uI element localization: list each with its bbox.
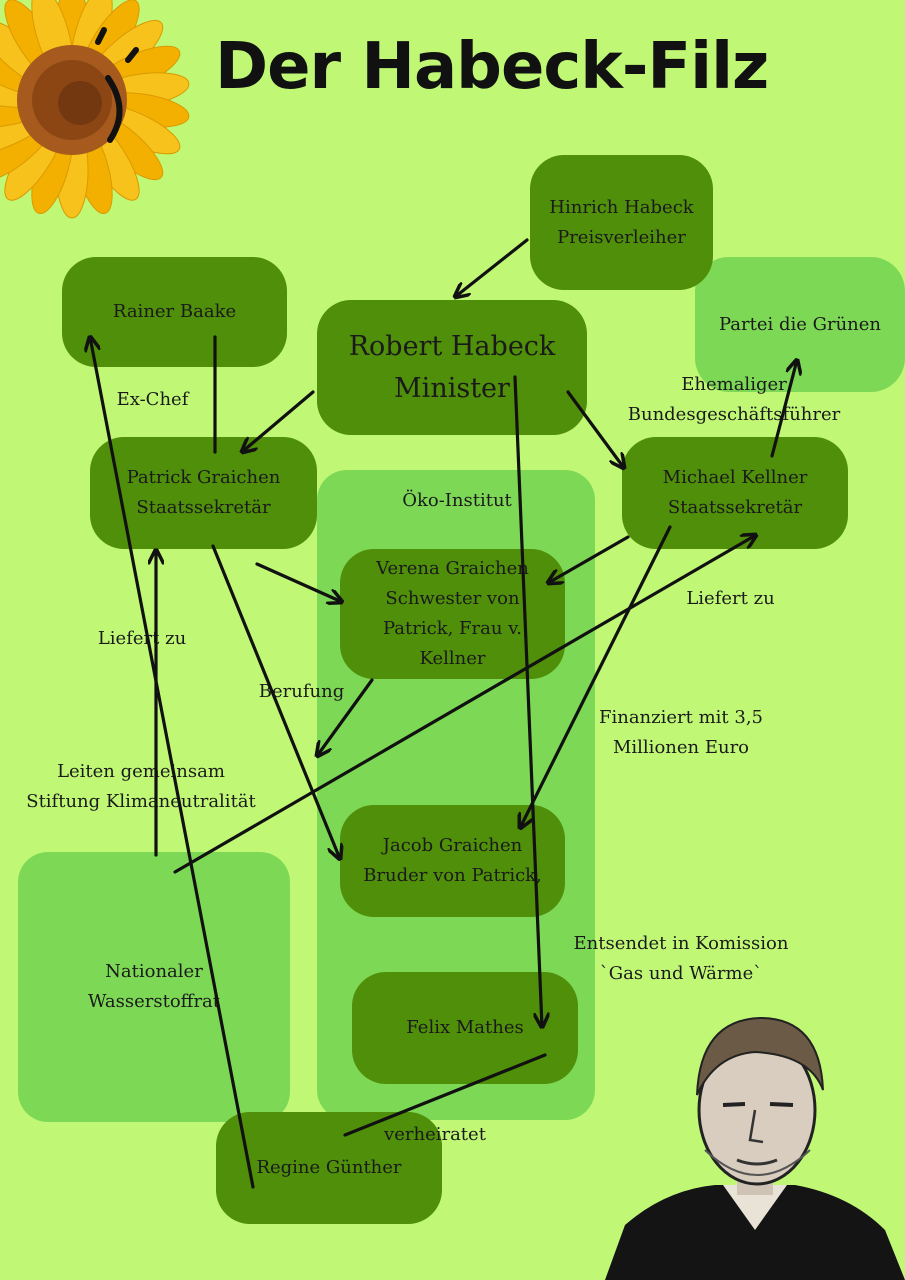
node-jacob-graichen: Jacob Graichen Bruder von Patrick, xyxy=(340,805,565,917)
node-wasserstoffrat: Nationaler Wasserstoffrat xyxy=(18,852,290,1122)
line-felix-regine xyxy=(343,1053,547,1137)
arrow-patrick-jacob xyxy=(211,544,340,859)
arrow-robert-patrick xyxy=(242,390,315,452)
node-gruenen: Partei die Grünen xyxy=(695,257,905,392)
arrow-hinrich-robert xyxy=(455,238,529,297)
edge-label-leiten: Leiten gemeinsam Stiftung Klimaneutralit… xyxy=(26,761,256,812)
edge-label-exchef: Ex-Chef xyxy=(116,389,189,410)
edge-label-liefert-right: Liefert zu xyxy=(686,588,775,609)
arrow-regine-rainer xyxy=(90,337,255,1189)
page-title: Der Habeck-Filz xyxy=(215,30,769,104)
arrow-patrick-verena xyxy=(255,562,342,602)
node-michael-kellner: Michael Kellner Staatssekretär xyxy=(622,437,848,549)
edge-label-verheiratet: verheiratet xyxy=(384,1124,486,1145)
arrow-kellner-gruenen xyxy=(770,360,797,458)
node-robert-habeck: Robert Habeck Minister xyxy=(317,300,587,435)
edge-label-entsendet: Entsendet in Komission `Gas und Wärme` xyxy=(573,933,789,984)
edge-label-liefert-left: Liefert zu xyxy=(97,628,187,649)
node-verena-graichen: Verena Graichen Schwester von Patrick, F… xyxy=(340,549,565,679)
edge-label-berufung: Berufung xyxy=(258,681,345,702)
node-patrick-graichen: Patrick Graichen Staatssekretär xyxy=(90,437,317,549)
arrow-verena-berufung xyxy=(317,678,374,756)
edge-label-finanziert: Finanziert mit 3,5 Millionen Euro xyxy=(598,707,764,758)
arrow-kellner-jacob xyxy=(520,525,672,828)
edge-label-ehemaliger: Ehemaliger Bundesgeschäftsführer xyxy=(627,374,841,425)
portrait-image xyxy=(605,1016,905,1280)
arrow-kellner-verena xyxy=(548,535,630,583)
node-hinrich-habeck: Hinrich Habeck Preisverleiher xyxy=(530,155,713,290)
oeko-institut-label: Öko-Institut xyxy=(402,490,512,511)
arrow-robert-felix xyxy=(513,375,542,1027)
arrow-wasserstoff-kellner xyxy=(173,535,756,874)
node-regine-guenther: Regine Günther xyxy=(216,1112,442,1224)
sunflower-icon xyxy=(0,0,190,219)
arrow-robert-kellner xyxy=(566,390,624,468)
